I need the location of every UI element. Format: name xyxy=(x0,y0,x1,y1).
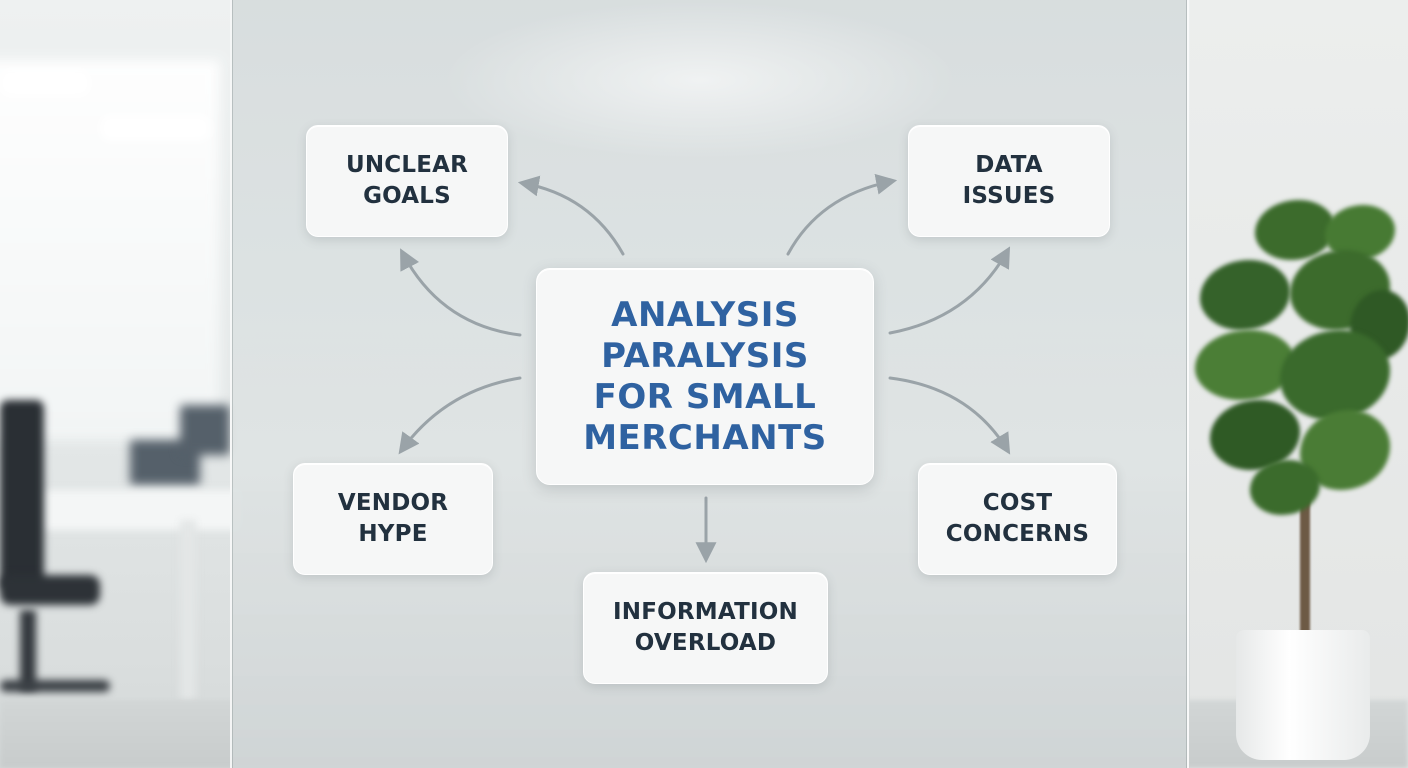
arrow-to-unclear-goals xyxy=(517,175,625,256)
arrow-to-vendor-hype xyxy=(398,376,522,455)
node-cost-concerns: COST CONCERNS xyxy=(918,463,1117,575)
node-label: UNCLEAR GOALS xyxy=(345,152,469,209)
arrow-to-data-issues xyxy=(786,173,898,256)
ceiling-lamp xyxy=(100,115,210,141)
central-topic-node: ANALYSIS PARALYSIS FOR SMALL MERCHANTS xyxy=(536,268,874,485)
central-topic-label: ANALYSIS PARALYSIS FOR SMALL MERCHANTS xyxy=(583,294,827,458)
arrow-to-unclear-goals-lower xyxy=(400,248,522,337)
plant-leaf xyxy=(1200,260,1290,330)
node-information-overload: INFORMATION OVERLOAD xyxy=(583,572,828,684)
plant-trunk xyxy=(1300,470,1310,650)
node-label: DATA ISSUES xyxy=(962,152,1056,209)
plant-leaf xyxy=(1280,330,1390,420)
plant-leaf xyxy=(1250,460,1320,515)
node-label: COST CONCERNS xyxy=(945,490,1090,547)
node-label: INFORMATION OVERLOAD xyxy=(613,599,798,656)
office-chair xyxy=(0,400,44,590)
plant-leaf xyxy=(1195,330,1295,400)
arrow-to-cost-concerns xyxy=(888,376,1011,455)
glass-reflection xyxy=(440,0,960,160)
node-data-issues: DATA ISSUES xyxy=(908,125,1110,237)
office-chair-base xyxy=(20,610,36,690)
plant-pot xyxy=(1236,630,1370,760)
monitor xyxy=(180,405,230,455)
node-unclear-goals: UNCLEAR GOALS xyxy=(306,125,508,237)
node-vendor-hype: VENDOR HYPE xyxy=(293,463,493,575)
node-label: VENDOR HYPE xyxy=(337,490,449,547)
office-chair-foot xyxy=(0,680,110,692)
plant-leaf xyxy=(1255,200,1335,260)
desk-leg xyxy=(180,520,196,700)
plant-leaf xyxy=(1210,400,1300,470)
ceiling-lamp xyxy=(0,70,90,96)
arrow-to-data-issues-lower xyxy=(888,246,1011,335)
desk xyxy=(40,490,240,530)
office-chair-seat xyxy=(0,575,100,605)
